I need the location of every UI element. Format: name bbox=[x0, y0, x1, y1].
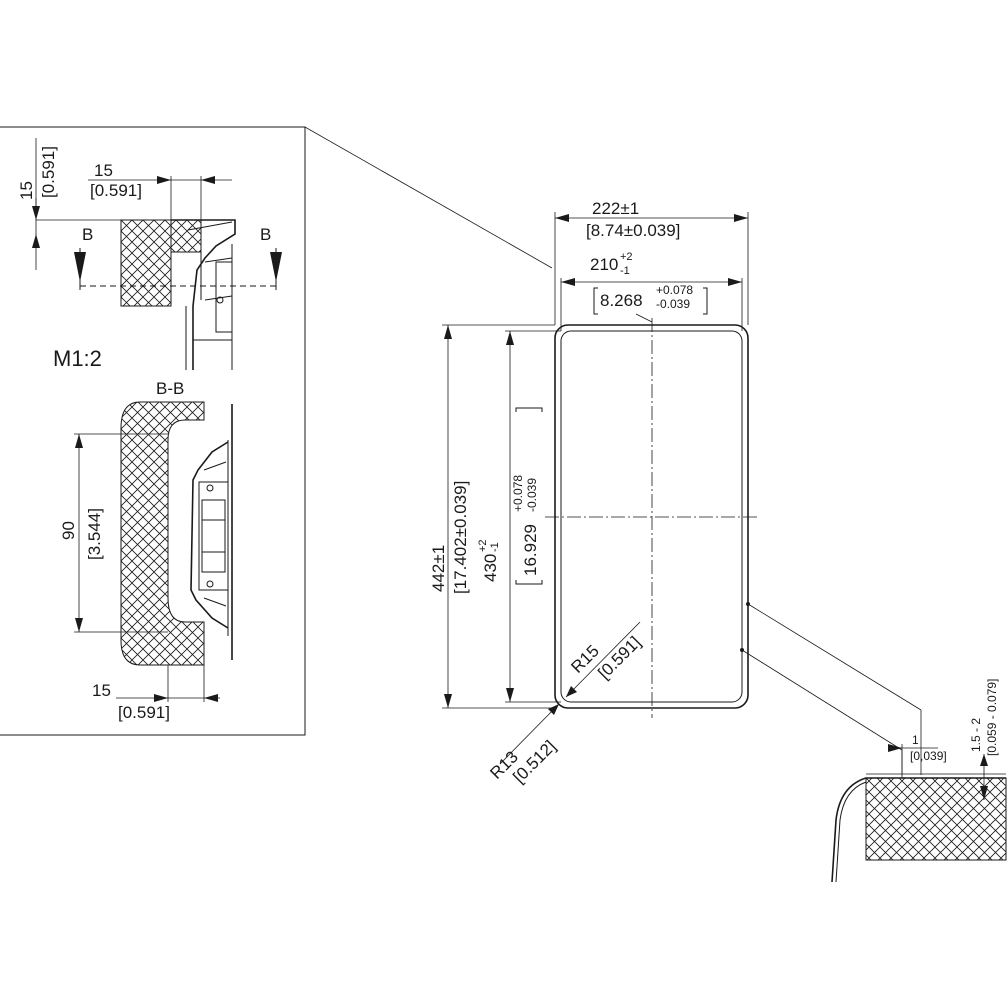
inner-length-alt-value: 16.929 bbox=[521, 524, 540, 576]
inner-length-alt-tol-down: -0.039 bbox=[525, 478, 539, 512]
dim-section-bottom-alt: [0.591] bbox=[118, 703, 170, 722]
inner-width-value: 210 bbox=[590, 255, 618, 274]
inner-length-alt-tol-up: +0.078 bbox=[511, 475, 525, 512]
inner-length-tol-up: +2 bbox=[477, 539, 489, 552]
bb-section-view: 90 [3.544] 15 [0.591] bbox=[59, 401, 233, 722]
inner-width-alt-tol-up: +0.078 bbox=[656, 283, 693, 297]
gap-alt: [0,039] bbox=[910, 749, 947, 763]
section-mark-left: B bbox=[82, 225, 93, 244]
radius-inner-alt: [0.591] bbox=[594, 633, 644, 683]
outer-length-alt: [17.402±0.039] bbox=[451, 481, 470, 594]
sink-plan-view: 222±1 [8.74±0.039] 210 +2 -1 8.268 +0.07… bbox=[429, 199, 922, 787]
outer-length-value: 442±1 bbox=[429, 545, 448, 592]
top-section-view: B B 15 [0.591] 15 [0.591] bbox=[17, 138, 282, 370]
inner-length-value: 430 bbox=[481, 554, 500, 582]
dim-section-height-alt: [3.544] bbox=[85, 508, 104, 560]
detail-panel bbox=[0, 126, 553, 736]
section-mark-right: B bbox=[260, 225, 271, 244]
inner-width-alt-tol-down: -0.039 bbox=[656, 297, 690, 311]
height-alt: [0.059 - 0.079] bbox=[985, 679, 999, 756]
scale-label: M1:2 bbox=[53, 346, 102, 371]
outer-width-alt: [8.74±0.039] bbox=[586, 221, 680, 240]
dim-section-bottom-value: 15 bbox=[92, 681, 111, 700]
gap-value: 1 bbox=[912, 733, 919, 747]
inner-width-alt-value: 8.268 bbox=[600, 291, 643, 310]
section-label: B-B bbox=[156, 379, 184, 398]
edge-detail: 1 [0,039] 1.5 - 2 [0.059 - 0.079] bbox=[831, 679, 1007, 883]
outer-width-value: 222±1 bbox=[592, 199, 639, 218]
dim-top-horizontal-alt: [0.591] bbox=[90, 181, 142, 200]
dim-section-height-value: 90 bbox=[59, 521, 78, 540]
inner-width-tol-up: +2 bbox=[620, 251, 633, 263]
dim-top-horizontal-value: 15 bbox=[94, 161, 113, 180]
inner-length-tol-down: -1 bbox=[489, 542, 501, 552]
dim-top-vertical-value: 15 bbox=[17, 181, 36, 200]
height-value: 1.5 - 2 bbox=[969, 718, 983, 752]
inner-width-tol-down: -1 bbox=[620, 265, 630, 277]
dim-top-vertical-alt: [0.591] bbox=[39, 146, 58, 198]
